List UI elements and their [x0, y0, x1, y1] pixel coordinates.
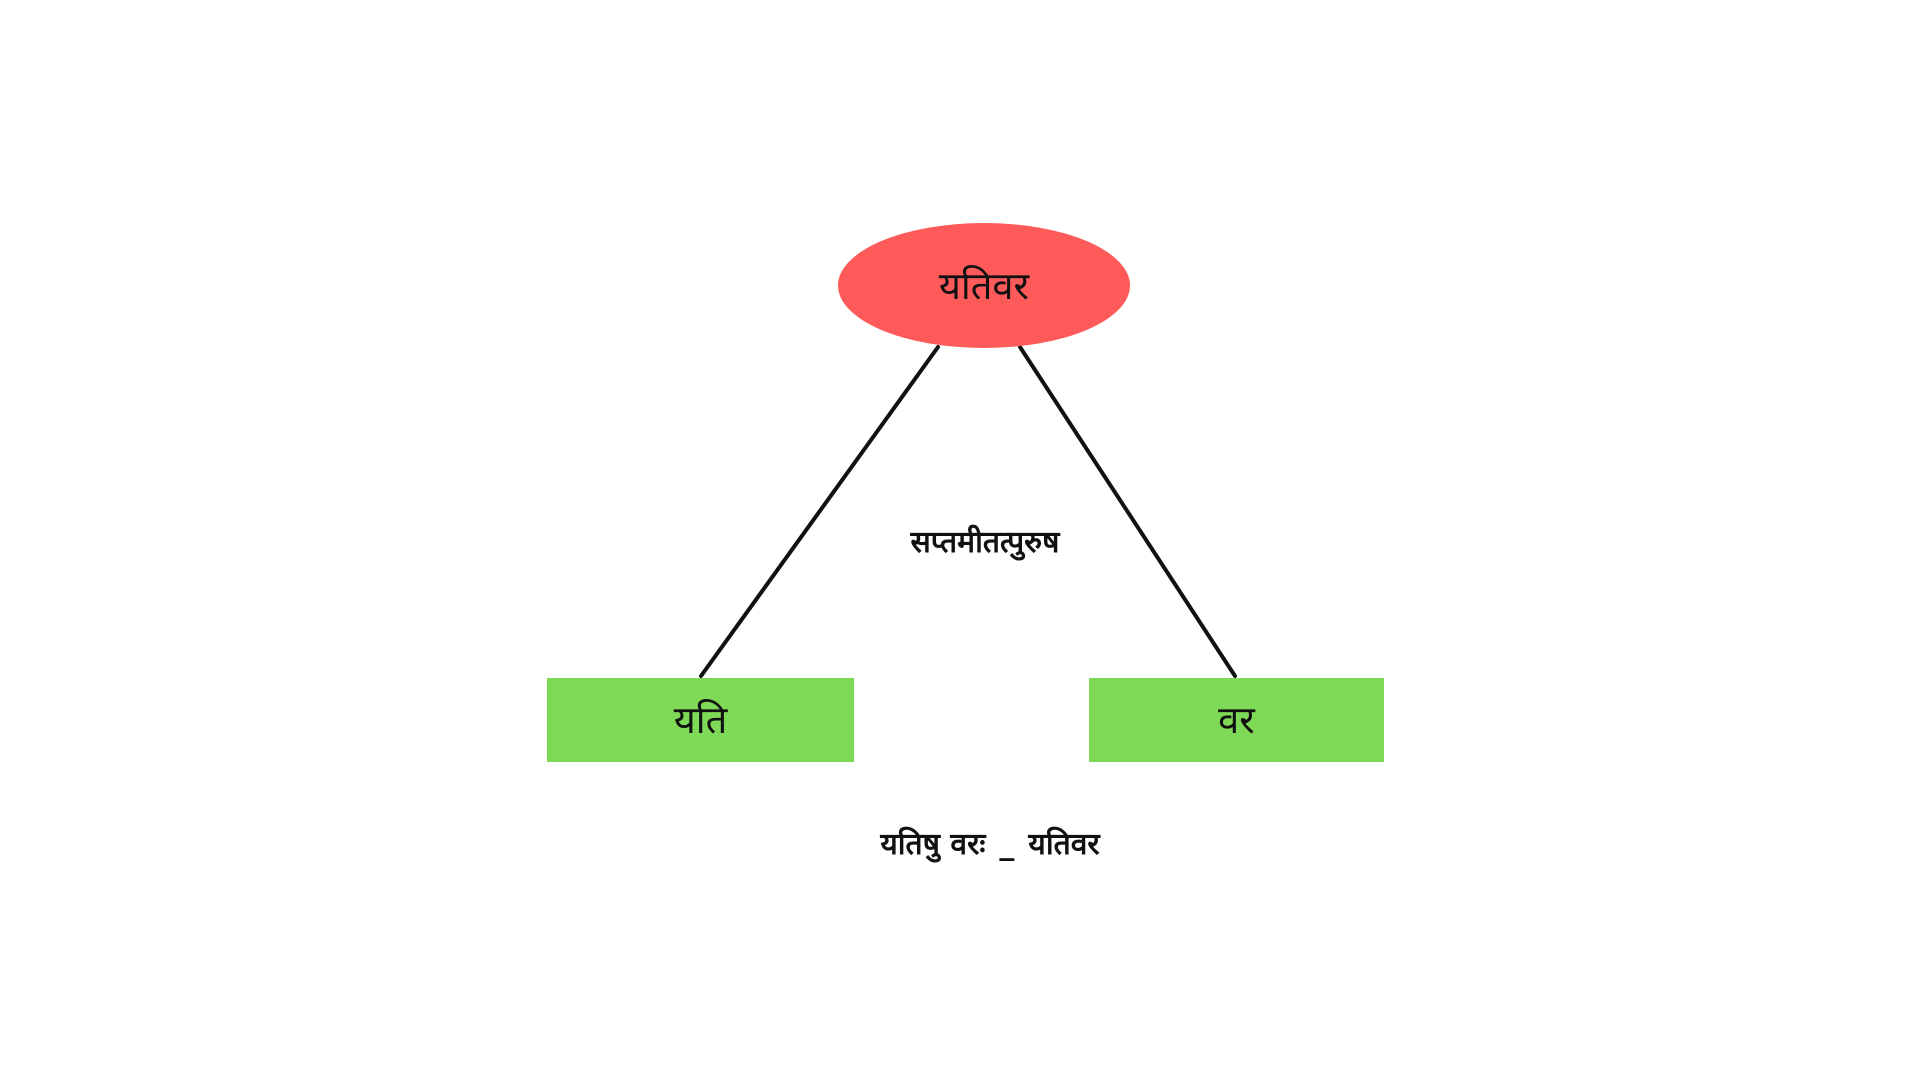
connector-line-right — [1018, 345, 1237, 678]
root-node-label: यतिवर — [938, 263, 1030, 308]
child-node-right: वर — [1089, 678, 1384, 762]
root-node: यतिवर — [838, 223, 1130, 348]
formula-result: यतिवर — [1028, 827, 1100, 862]
child-node-right-label: वर — [1218, 698, 1255, 742]
compound-formula: यतिषु वरः _ यतिवर — [780, 822, 1200, 863]
child-node-left-label: यति — [673, 698, 728, 742]
connector-line-left — [699, 345, 940, 678]
child-node-left: यति — [547, 678, 854, 762]
relation-label: सप्तमीतत्पुरुष — [910, 525, 1060, 560]
formula-expansion: यतिषु वरः — [880, 827, 986, 862]
formula-separator: _ — [999, 827, 1015, 862]
